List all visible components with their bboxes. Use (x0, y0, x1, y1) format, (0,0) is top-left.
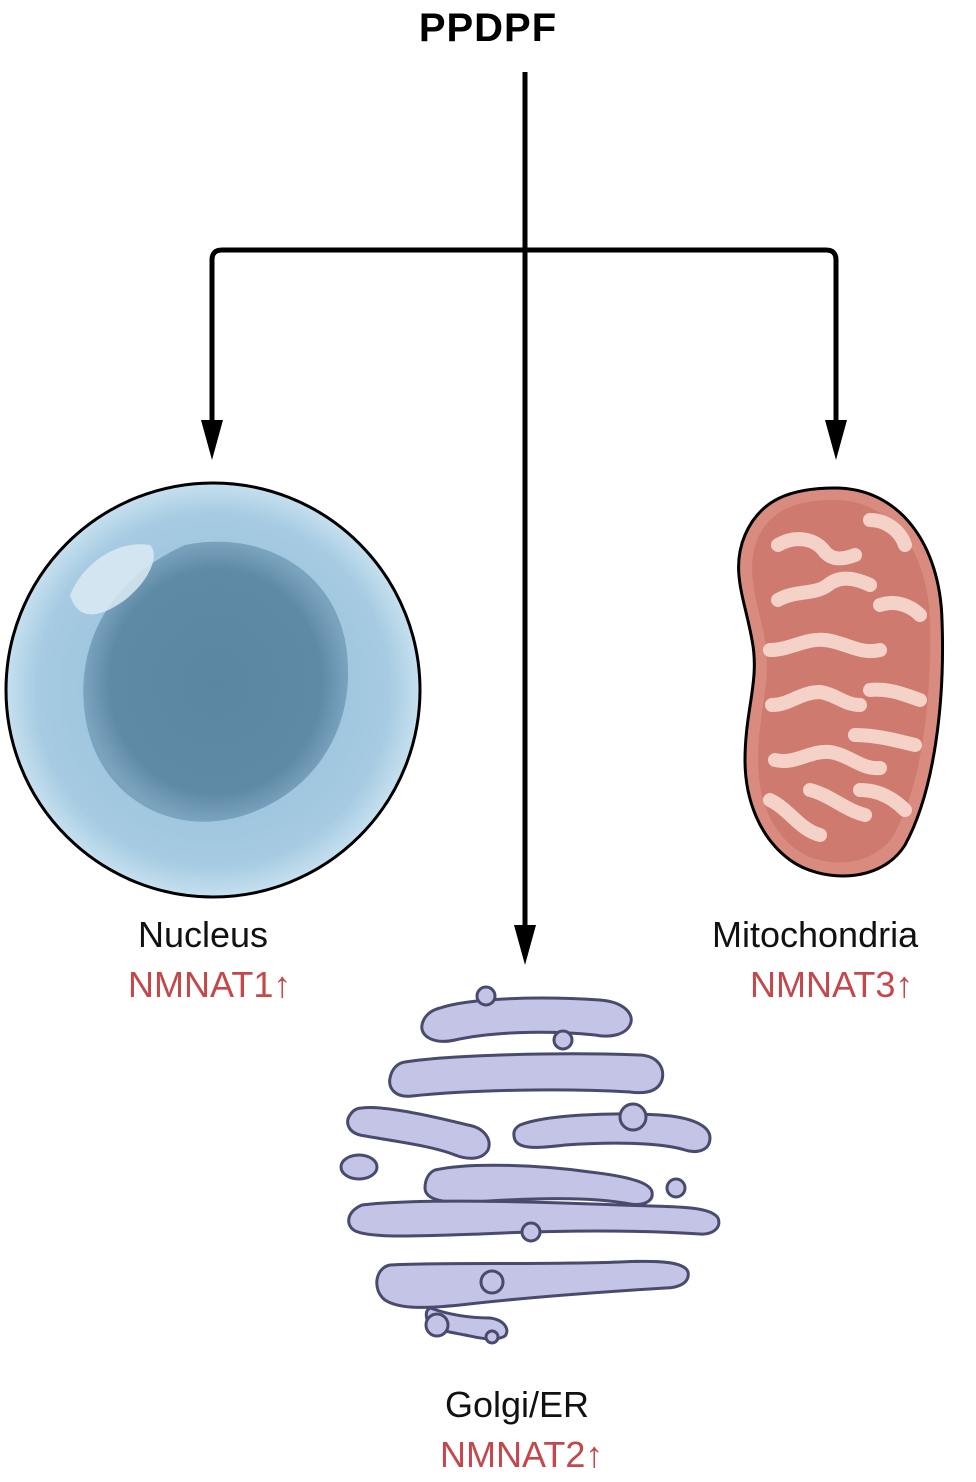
mitochondria-upregulation-arrow: ↑ (895, 964, 914, 1005)
golgi-enzyme-label: NMNAT2↑ (440, 1434, 603, 1476)
branch-to-nucleus (209, 247, 525, 420)
golgi-label: Golgi/ER (445, 1384, 590, 1425)
golgi-upregulation-arrow: ↑ (585, 1434, 604, 1475)
nucleus-enzyme-label: NMNAT1↑ (128, 964, 291, 1006)
page-title: PPDPF (418, 6, 558, 50)
nucleus-enzyme-name: NMNAT1 (128, 964, 274, 1005)
mitochondria-enzyme-label: NMNAT3↑ (750, 964, 913, 1006)
nucleus-label: Nucleus (138, 914, 269, 955)
mitochondria-enzyme-name: NMNAT3 (750, 964, 896, 1005)
nucleus-upregulation-arrow: ↑ (273, 964, 292, 1005)
branch-to-mitochondria (525, 247, 839, 420)
mitochondria-illustration (737, 486, 945, 878)
arrowhead-golgi (514, 925, 536, 965)
mitochondria-label: Mitochondria (712, 914, 919, 955)
arrowhead-nucleus (201, 420, 223, 460)
golgi-enzyme-name: NMNAT2 (440, 1434, 586, 1475)
nucleus-illustration (4, 481, 422, 899)
golgi-illustration (339, 985, 721, 1345)
connectors (201, 72, 847, 965)
arrowhead-mitochondria (825, 420, 847, 460)
